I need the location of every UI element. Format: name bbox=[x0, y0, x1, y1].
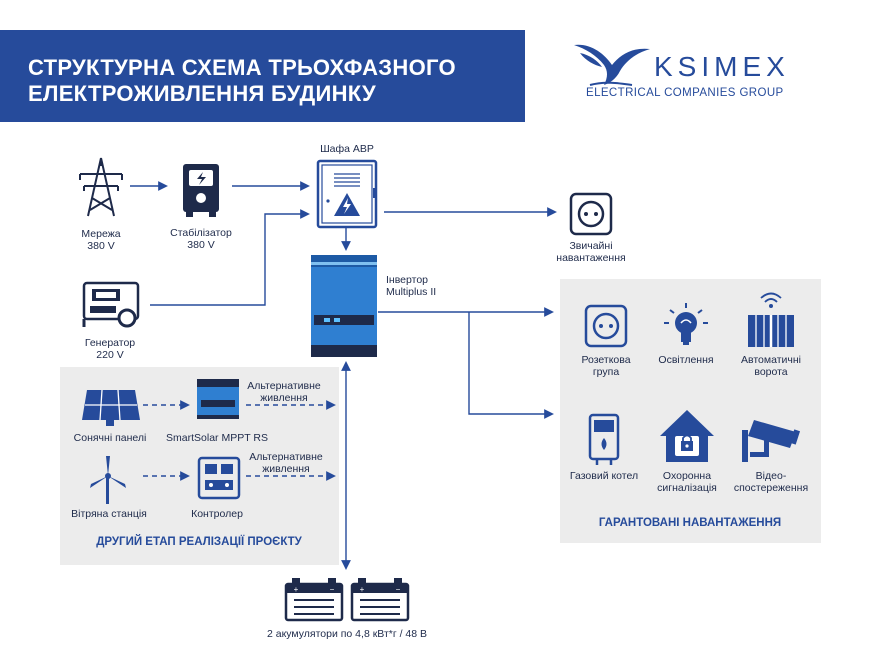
title-line-1: СТРУКТУРНА СХЕМА ТРЬОХФАЗНОГО bbox=[28, 55, 456, 80]
socket-icon-guaranteed bbox=[584, 304, 628, 348]
guaranteed-item-4-line1: Газовий котел bbox=[569, 470, 639, 482]
solar-panel-icon bbox=[82, 389, 140, 426]
stabilizer-label-line2: 380 V bbox=[187, 239, 215, 251]
guaranteed-heading: ГАРАНТОВАНІ НАВАНТАЖЕННЯ bbox=[598, 517, 782, 529]
arrow-generator-to-avr bbox=[150, 209, 310, 306]
solar-label: Сонячні панелі bbox=[73, 432, 147, 444]
alt-power-label-2: Альтернативне живлення bbox=[249, 451, 322, 475]
ordinary-load-label-line1: Звичайні bbox=[569, 240, 613, 252]
guaranteed-item-6-label: Відео- спостереження bbox=[734, 470, 808, 494]
light-bulb-icon bbox=[664, 303, 708, 345]
generator-label: Генератор 220 V bbox=[85, 337, 135, 361]
mppt-label: SmartSolar MPPT RS bbox=[166, 432, 268, 444]
arrow-inverter-to-boiler bbox=[468, 312, 554, 419]
guaranteed-item-1-line1: Розеткова bbox=[581, 354, 631, 366]
stabilizer-icon bbox=[183, 164, 219, 217]
gas-boiler-icon bbox=[588, 413, 620, 465]
svg-text:+: + bbox=[294, 585, 299, 594]
stabilizer-label: Стабілізатор 380 V bbox=[170, 227, 232, 251]
wind-turbine-icon bbox=[90, 456, 126, 504]
svg-text:−: − bbox=[330, 585, 335, 594]
grid-label-line1: Мережа bbox=[81, 228, 121, 240]
inverter-label-line2: Multiplus II bbox=[386, 286, 437, 298]
guaranteed-item-3-label: Автоматичні ворота bbox=[741, 354, 801, 378]
guaranteed-item-6-line2: спостереження bbox=[733, 482, 809, 494]
guaranteed-item-2-label: Освітлення bbox=[658, 354, 713, 366]
battery-icon-2: + − bbox=[350, 578, 410, 622]
controller-icon bbox=[197, 456, 241, 500]
guaranteed-item-4-label: Газовий котел bbox=[570, 470, 638, 482]
alt-power-2-line2: живлення bbox=[262, 463, 310, 475]
guaranteed-item-5-line2: сигналізація bbox=[657, 482, 717, 494]
guaranteed-item-1-label: Розеткова група bbox=[581, 354, 630, 378]
gate-icon bbox=[748, 292, 794, 347]
inverter-icon bbox=[311, 255, 377, 357]
alt-power-1-line1: Альтернативне bbox=[247, 380, 321, 392]
charge-controller-icon bbox=[197, 379, 239, 419]
bird-logo-icon bbox=[574, 44, 650, 86]
logo-name: KSIMEX bbox=[654, 51, 790, 82]
generator-label-line1: Генератор bbox=[84, 337, 136, 349]
ordinary-load-label: Звичайні навантаження bbox=[556, 240, 625, 264]
security-house-icon bbox=[660, 410, 714, 462]
svg-text:+: + bbox=[360, 585, 365, 594]
guaranteed-item-3-line2: ворота bbox=[754, 366, 788, 378]
ksimex-logo: KSIMEX ELECTRICAL COMPANIES GROUP bbox=[570, 35, 830, 105]
dashed-lines bbox=[143, 400, 336, 481]
inverter-label-line1: Інвертор bbox=[386, 274, 428, 286]
guaranteed-item-2-line1: Освітлення bbox=[658, 354, 714, 366]
guaranteed-item-1-line2: група bbox=[592, 366, 620, 378]
title-banner: СТРУКТУРНА СХЕМА ТРЬОХФАЗНОГО ЕЛЕКТРОЖИВ… bbox=[0, 30, 525, 122]
batteries-label: 2 акумулятори по 4,8 кВт*г / 48 В bbox=[266, 628, 428, 640]
title-line-2: ЕЛЕКТРОЖИВЛЕННЯ БУДИНКУ bbox=[28, 81, 377, 106]
alt-power-1-line2: живлення bbox=[260, 392, 308, 404]
second-stage-heading: ДРУГИЙ ЕТАП РЕАЛІЗАЦІЇ ПРОЄКТУ bbox=[96, 536, 302, 548]
alt-power-label-1: Альтернативне живлення bbox=[247, 380, 320, 404]
wind-label: Вітряна станція bbox=[71, 508, 147, 520]
generator-label-line2: 220 V bbox=[96, 349, 124, 361]
guaranteed-item-5-label: Охоронна сигналізація bbox=[657, 470, 717, 494]
connection-lines bbox=[130, 181, 557, 570]
svg-text:−: − bbox=[396, 585, 401, 594]
alt-power-2-line1: Альтернативне bbox=[249, 451, 323, 463]
electrical-cabinet-icon bbox=[316, 159, 378, 229]
grid-label-line2: 380 V bbox=[87, 240, 115, 252]
power-tower-icon bbox=[79, 157, 123, 217]
socket-icon-ordinary bbox=[569, 192, 613, 236]
generator-icon bbox=[82, 281, 140, 328]
guaranteed-item-6-line1: Відео- bbox=[755, 470, 787, 482]
grid-label: Мережа 380 V bbox=[81, 228, 120, 252]
stabilizer-label-line1: Стабілізатор bbox=[170, 227, 232, 239]
controller-label: Контролер bbox=[191, 508, 243, 520]
inverter-label: Інвертор Multiplus II bbox=[386, 274, 436, 298]
battery-icon-1: + − bbox=[284, 578, 344, 622]
avr-label: Шафа АВР bbox=[320, 143, 374, 155]
logo-subtitle: ELECTRICAL COMPANIES GROUP bbox=[586, 87, 784, 99]
guaranteed-item-5-line1: Охоронна bbox=[662, 470, 712, 482]
cctv-camera-icon bbox=[742, 420, 801, 462]
guaranteed-item-3-line1: Автоматичні bbox=[741, 354, 801, 366]
ordinary-load-label-line2: навантаження bbox=[556, 252, 626, 264]
